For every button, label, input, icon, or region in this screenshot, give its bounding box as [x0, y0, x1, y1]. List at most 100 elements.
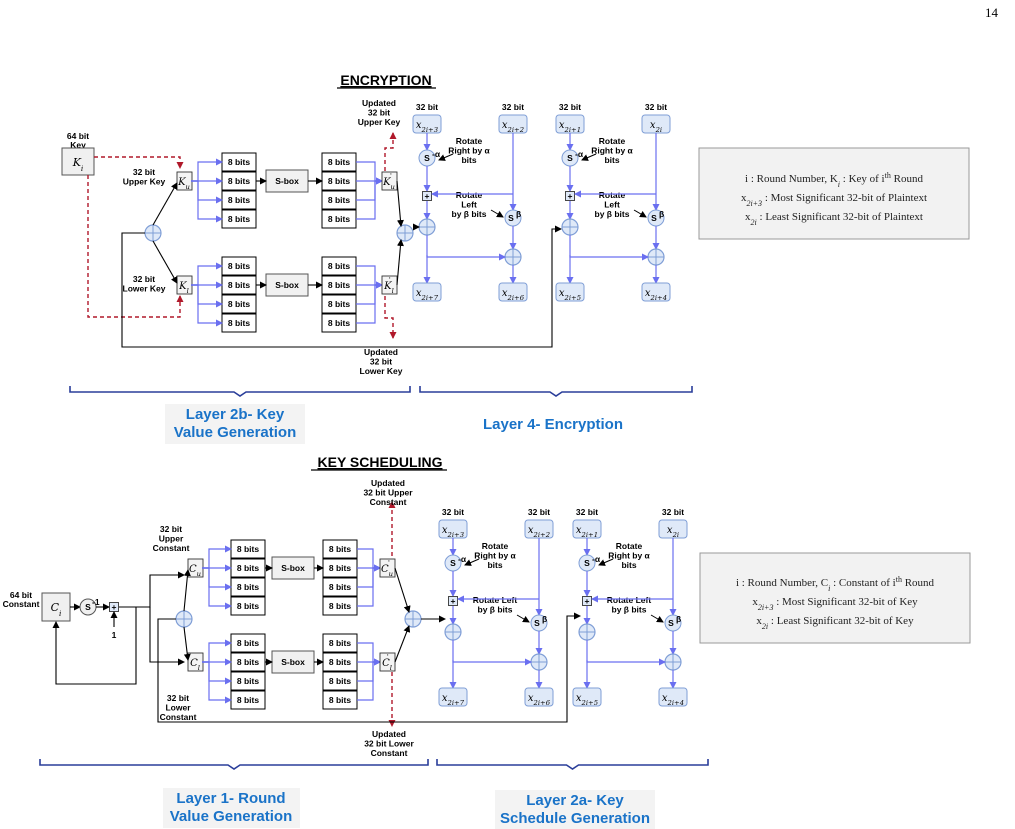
legend-box	[699, 552, 971, 644]
eight-bit-label: 8 bits	[237, 544, 259, 554]
eight-bit-label: 8 bits	[328, 280, 350, 290]
output-word-box	[524, 687, 554, 707]
input-word-label: x2i+2	[502, 120, 524, 134]
output-word-box	[555, 282, 585, 302]
updated-lower-label: Lower Key	[360, 366, 403, 376]
updated-register-label: Ku'	[382, 172, 395, 191]
adder-plus-sign: +	[585, 596, 590, 606]
input-word-label: x2i+1	[559, 120, 581, 134]
annotation-arrow	[650, 614, 664, 623]
key-dash-lower	[87, 175, 184, 318]
eight-bit-label: 8 bits	[329, 544, 351, 554]
rotate-right-label: bits	[461, 155, 476, 165]
fan-in-connector	[357, 642, 381, 666]
eight-bit-label: 8 bits	[237, 638, 259, 648]
rotate-right-label: Rotate	[599, 136, 626, 146]
fan-out-connector	[191, 262, 223, 286]
output-word-box	[572, 687, 602, 707]
rotate-left-exponent: β	[659, 209, 664, 219]
updated-register-label: Kl'	[383, 276, 394, 295]
output-word-label: x2i+4	[645, 288, 667, 302]
layer-2a-label: Schedule Generation	[500, 810, 650, 827]
lower-key-label: 32 bit	[133, 274, 155, 284]
fan-in-connector	[356, 281, 383, 305]
sbox-inverse-symbol: S	[85, 602, 91, 612]
upper-register-label: Ku	[177, 177, 190, 191]
bit-width-label: 32 bit	[576, 507, 598, 517]
adder-to-lower	[149, 607, 185, 666]
rotate-right-symbol: S	[424, 153, 430, 163]
fan-out-connector	[202, 661, 232, 704]
eight-bit-label: 8 bits	[328, 318, 350, 328]
updated-upper-dash	[384, 132, 397, 171]
adder-plus-sign: +	[425, 191, 430, 201]
merge-lower-connector	[396, 239, 404, 286]
updated-upper-label: Updated	[371, 478, 405, 488]
rotate-right-label: bits	[604, 155, 619, 165]
rotate-right-label: Right by α	[448, 146, 490, 156]
rotate-left-exponent: β	[676, 614, 681, 624]
eight-bit-label: 8 bits	[237, 657, 259, 667]
updated-upper-label: Upper Key	[358, 117, 401, 127]
eight-bit-label: 8 bits	[228, 157, 250, 167]
bit-width-label: 32 bit	[559, 102, 581, 112]
fan-in-connector	[357, 564, 381, 588]
sbox-label: S-box	[275, 176, 299, 186]
sbox-inverse-exponent: -1	[92, 597, 100, 607]
annotation-arrow	[633, 209, 647, 218]
lower-register-label: Cl	[190, 658, 200, 672]
output-word-box	[438, 687, 468, 707]
fan-out-connector	[202, 545, 232, 569]
upper-key-label: Upper Key	[123, 177, 166, 187]
merge-upper-connector	[394, 567, 411, 613]
annotation-arrow	[581, 153, 597, 161]
adder-plus-sign: +	[451, 596, 456, 606]
layer-1-label: Value Generation	[170, 808, 293, 825]
output-word-label: x2i+4	[662, 693, 684, 707]
fan-in-connector	[356, 177, 383, 201]
rotate-right-label: bits	[621, 560, 636, 570]
eight-bit-label: 8 bits	[328, 214, 350, 224]
eight-bit-label: 8 bits	[228, 176, 250, 186]
output-word-box	[658, 687, 688, 707]
input-word-label: x2i+3	[416, 120, 438, 134]
adder-to-upper	[119, 571, 185, 608]
updated-lower-label: 32 bit	[370, 357, 392, 367]
annotation-arrow	[438, 153, 454, 161]
fan-in-connector	[356, 281, 383, 324]
eight-bit-label: 8 bits	[228, 195, 250, 205]
legend-line: x2i : Least Significant 32-bit of Key	[756, 615, 914, 631]
label-backdrop	[163, 788, 300, 828]
fan-out-connector	[191, 180, 223, 223]
rotate-right-label: Rotate	[482, 541, 509, 551]
rotate-right-exponent: -α	[432, 149, 441, 159]
rotate-left-label: Rotate Left	[473, 595, 518, 605]
output-word-box	[412, 282, 442, 302]
annotation-arrow	[516, 614, 530, 623]
key-64-label: 64 bit	[67, 131, 89, 141]
rotate-left-symbol: S	[668, 618, 674, 628]
output-word-label: x2i+7	[416, 288, 439, 302]
rotate-left-label: Rotate	[456, 190, 483, 200]
rotate-left-exponent: β	[542, 614, 547, 624]
updated-lower-dash	[384, 296, 397, 339]
output-word-label: x2i+6	[528, 693, 551, 707]
output-word-label: x2i+7	[442, 693, 465, 707]
upper-key-label: 32 bit	[133, 167, 155, 177]
fan-out-connector	[191, 284, 223, 327]
lower-constant-label: Lower	[165, 703, 191, 713]
fan-in-connector	[356, 265, 383, 289]
legend-box	[698, 147, 970, 240]
input-word-label: x2i+2	[528, 525, 550, 539]
input-word-label: x2i+3	[442, 525, 464, 539]
brace-layer-1	[39, 759, 429, 770]
split-upper-connector	[183, 569, 191, 612]
legend-line: x2i : Least Significant 32-bit of Plaint…	[745, 211, 923, 227]
cross-connector	[452, 658, 532, 666]
annotation-arrow	[490, 209, 504, 218]
upper-constant-label: Upper	[159, 534, 184, 544]
rotate-right-label: bits	[487, 560, 502, 570]
eight-bit-label: 8 bits	[228, 318, 250, 328]
updated-upper-label: 32 bit Upper	[363, 488, 413, 498]
